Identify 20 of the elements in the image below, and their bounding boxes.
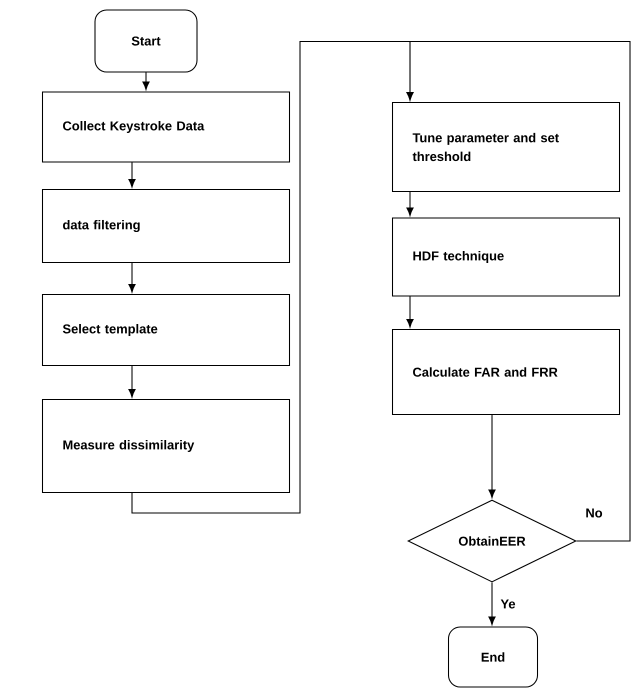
process-box: HDF technique bbox=[392, 217, 620, 297]
arrow bbox=[406, 192, 414, 216]
arrow bbox=[406, 296, 414, 328]
process-box: Collect Keystroke Data bbox=[42, 91, 290, 163]
arrow bbox=[142, 72, 150, 90]
arrow bbox=[488, 415, 496, 498]
process-box: Tune parameter and set threshold bbox=[392, 102, 620, 192]
arrow bbox=[128, 263, 136, 292]
arrow bbox=[128, 366, 136, 398]
process-box: Measure dissimilarity bbox=[42, 398, 290, 494]
arrow bbox=[128, 162, 136, 188]
edge-label: No bbox=[584, 507, 604, 519]
terminal-box: Start bbox=[94, 9, 198, 73]
arrow bbox=[488, 582, 496, 625]
process-box: Calculate FAR and FRR bbox=[392, 328, 620, 416]
edge-label: Ye bbox=[499, 598, 517, 610]
process-box: data filtering bbox=[42, 188, 290, 264]
terminal-box: End bbox=[448, 626, 538, 688]
process-box: Select template bbox=[42, 294, 290, 366]
arrow bbox=[406, 40, 631, 542]
